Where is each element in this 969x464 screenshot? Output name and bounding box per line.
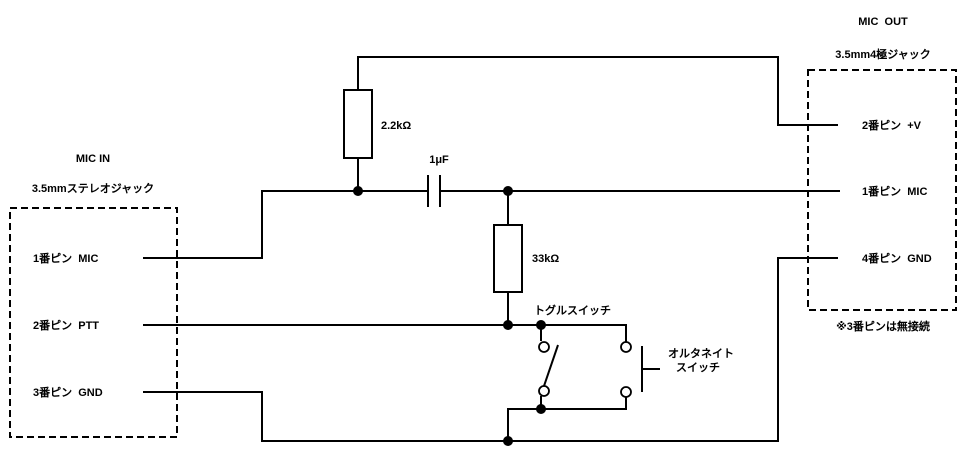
resistor-33k bbox=[493, 224, 523, 293]
mic-out-pin-gnd: 4番ピン GND bbox=[862, 251, 932, 265]
wire-mic-in bbox=[143, 190, 428, 259]
capacitor-label: 1μF bbox=[429, 154, 449, 166]
junction-dot bbox=[503, 320, 513, 330]
alt-switch-label-2: スイッチ bbox=[676, 361, 720, 374]
wires bbox=[143, 56, 840, 442]
mic-out-pin-plus-v: 2番ピン +V bbox=[862, 118, 922, 132]
mic-in-pin-gnd: 3番ピン GND bbox=[33, 385, 103, 399]
resistor-2k2 bbox=[343, 89, 373, 159]
alt-switch-terminal bbox=[620, 341, 632, 353]
mic-in-pin-ptt: 2番ピン PTT bbox=[33, 318, 99, 332]
junction-dot bbox=[536, 320, 546, 330]
mic-in-pin-mic: 1番ピン MIC bbox=[33, 251, 98, 265]
resistor-2k2-label: 2.2kΩ bbox=[381, 120, 411, 132]
mic-in-jack-box bbox=[9, 207, 178, 438]
resistor-33k-label: 33kΩ bbox=[532, 253, 559, 265]
mic-out-jack-label: 3.5mm4極ジャック bbox=[835, 47, 930, 61]
wire-gnd bbox=[143, 257, 838, 442]
wire-toggle-lever bbox=[543, 344, 559, 387]
mic-in-title: MIC IN bbox=[76, 153, 110, 165]
mic-out-note: ※3番ピンは無接続 bbox=[836, 319, 930, 333]
junction-dot bbox=[353, 186, 363, 196]
toggle-switch-label: トグルスイッチ bbox=[534, 303, 611, 317]
mic-out-title: MIC OUT bbox=[858, 16, 908, 28]
mic-in-jack-label: 3.5mmステレオジャック bbox=[32, 182, 154, 195]
mic-out-pin-mic: 1番ピン MIC bbox=[862, 184, 927, 198]
wire-ptt bbox=[143, 324, 627, 343]
toggle-terminal bbox=[538, 341, 550, 353]
alt-switch-label-1: オルタネイト bbox=[668, 347, 734, 360]
alt-switch-terminal bbox=[620, 386, 632, 398]
junction-dot bbox=[536, 404, 546, 414]
wire-plus-v bbox=[357, 56, 838, 126]
junction-dot bbox=[503, 436, 513, 446]
toggle-terminal bbox=[538, 385, 550, 397]
junction-dot bbox=[503, 186, 513, 196]
wire-alt-bottom bbox=[507, 397, 627, 441]
capacitor-1uf bbox=[427, 175, 441, 207]
